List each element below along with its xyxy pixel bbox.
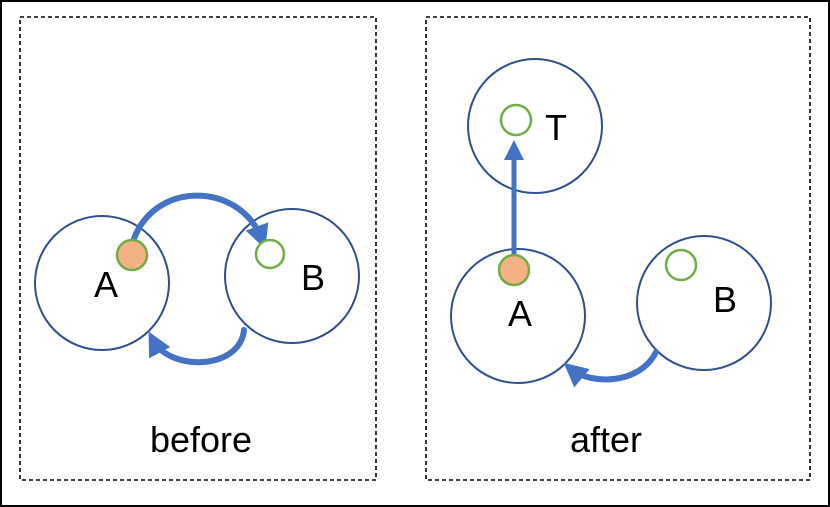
after-node-t: [467, 58, 603, 194]
before-node-a-label: A: [94, 264, 118, 305]
before-node-b-label: B: [301, 257, 325, 298]
after-panel-border: [425, 16, 811, 481]
after-filled-dot: [497, 253, 531, 287]
after-node-t-label: T: [545, 107, 567, 148]
after-arrow-b-to-a: [563, 349, 659, 388]
before-empty-dot: [254, 238, 286, 270]
before-panel: A B before: [19, 16, 377, 481]
before-filled-dot: [115, 238, 149, 272]
after-panel: T A B after: [425, 16, 811, 481]
after-node-b-label: B: [713, 279, 737, 320]
after-caption: after: [570, 419, 642, 460]
before-arrow-b-to-a: [148, 327, 247, 366]
after-node-a-label: A: [508, 293, 532, 334]
before-caption: before: [150, 419, 252, 460]
before-node-b: [224, 208, 360, 344]
before-arrow-a-to-b: [129, 192, 269, 250]
after-node-a: [450, 248, 586, 384]
after-empty-dot-b: [664, 248, 698, 282]
after-empty-dot-t: [499, 103, 533, 137]
before-panel-border: [19, 16, 377, 481]
